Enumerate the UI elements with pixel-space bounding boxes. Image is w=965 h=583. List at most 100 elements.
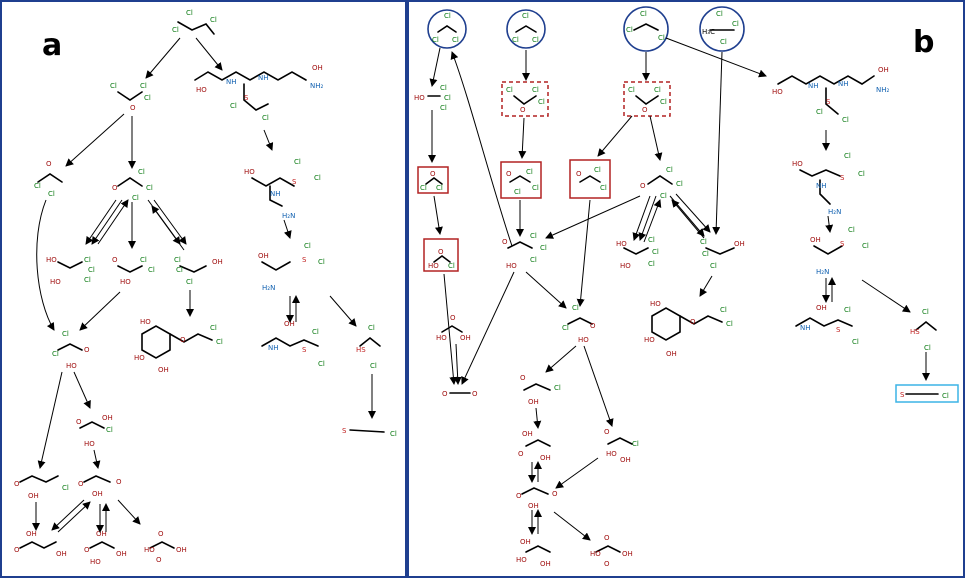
svg-text:Cl: Cl [526,168,533,176]
svg-text:Cl: Cl [186,278,193,286]
svg-text:Cl: Cl [506,86,513,94]
panel-a-frame [0,0,407,578]
svg-text:Cl: Cl [632,440,639,448]
panel-a-label: a [42,28,62,63]
svg-text:Cl: Cl [554,384,561,392]
svg-text:HO: HO [84,440,95,448]
svg-text:Cl: Cl [852,338,859,346]
svg-text:S: S [244,94,249,102]
b-precursor-3: Cl Cl Cl [623,6,669,52]
b-dichloroacetic-acid: Cl Cl O HO [562,304,596,344]
a-chlorothioketene-precursor: HS Cl Cl [356,324,381,370]
svg-text:Cl: Cl [62,330,69,338]
svg-text:O: O [604,428,610,436]
dashed-box-icon [623,81,671,117]
svg-text:HO: HO [578,336,589,344]
svg-text:Cl: Cl [146,184,153,192]
svg-text:Cl: Cl [432,36,439,44]
svg-text:HO: HO [590,550,601,558]
svg-text:NH: NH [808,82,819,90]
svg-text:Cl: Cl [924,344,931,352]
panel-b-frame [407,0,965,578]
svg-text:O: O [438,248,444,256]
svg-text:Cl: Cl [368,324,375,332]
a-dichloroacetic-acid: Cl Cl O HO [52,330,90,370]
svg-text:OH: OH [56,550,67,558]
svg-text:H₂N: H₂N [816,268,829,276]
svg-text:O: O [642,106,648,114]
svg-text:O: O [442,390,448,398]
solid-box-icon [500,161,542,199]
svg-text:OH: OH [96,530,107,538]
svg-text:Cl: Cl [174,256,181,264]
svg-text:S: S [900,391,905,399]
b-monochloroacetic-acid: O OH Cl [520,374,561,406]
svg-text:Cl: Cl [210,324,217,332]
svg-text:Cl: Cl [512,36,519,44]
svg-text:O: O [518,450,524,458]
svg-text:HS: HS [356,346,366,354]
b-trichloroethanol: Cl Cl Cl OH [700,238,745,270]
svg-text:Cl: Cl [176,266,183,274]
precursor-circle-icon [427,9,467,49]
svg-text:O: O [552,490,558,498]
svg-text:HO: HO [120,278,131,286]
svg-text:HO: HO [644,336,655,344]
svg-text:OH: OH [878,66,889,74]
svg-text:HS: HS [910,328,920,336]
panel-b-label: b [913,25,934,60]
svg-text:Cl: Cl [942,392,949,400]
cyan-box-icon [895,384,959,403]
b-chlorothioketene: S Cl [895,384,959,403]
svg-text:O: O [590,322,596,330]
svg-text:OH: OH [520,538,531,546]
svg-text:O: O [520,106,526,114]
a-dcvg: HO NH H₂N Cl Cl S [244,158,321,220]
svg-text:Cl: Cl [640,10,647,18]
svg-text:Cl: Cl [144,94,151,102]
svg-text:Cl: Cl [48,190,55,198]
svg-text:O: O [76,418,82,426]
svg-text:O: O [84,546,90,554]
svg-text:OH: OH [522,430,533,438]
svg-text:Cl: Cl [858,170,865,178]
svg-text:Cl: Cl [138,168,145,176]
a-trichloroethanol: Cl Cl Cl OH [174,256,223,286]
svg-text:HO: HO [792,160,803,168]
b-oxalyl-chloride: O HO Cl [423,238,459,272]
svg-text:Cl: Cl [710,262,717,270]
svg-text:OH: OH [28,492,39,500]
a-chloral-hydrate: HO HO Cl Cl Cl [46,256,95,286]
svg-text:O: O [116,478,122,486]
svg-text:O: O [14,546,20,554]
svg-text:NH: NH [800,324,811,332]
svg-text:O: O [112,256,118,264]
svg-text:OH: OH [810,236,821,244]
svg-text:HO: HO [772,88,783,96]
svg-text:O: O [180,336,186,344]
svg-text:Cl: Cl [262,114,269,122]
a-chloral: O Cl Cl Cl [112,168,153,202]
svg-text:S: S [302,346,307,354]
b-dcvc: OH H₂N S Cl Cl [810,226,869,276]
svg-text:OH: OH [312,64,323,72]
b-dichloroacetyl-chloride: O Cl Cl Cl [500,161,542,199]
svg-text:Cl: Cl [34,182,41,190]
svg-text:NH: NH [270,190,281,198]
svg-text:HO: HO [50,278,61,286]
svg-text:Cl: Cl [318,258,325,266]
svg-text:Cl: Cl [172,26,179,34]
solid-box-icon [417,166,449,194]
svg-text:Cl: Cl [660,98,667,106]
svg-text:S: S [840,174,845,182]
b-glyoxylate-hydrate: OH HO OH [516,538,551,568]
svg-text:Cl: Cl [532,184,539,192]
svg-text:Cl: Cl [514,188,521,196]
svg-text:OH: OH [158,366,169,374]
svg-text:Cl: Cl [562,324,569,332]
svg-text:Cl: Cl [148,266,155,274]
svg-text:HO: HO [66,362,77,370]
svg-text:HO: HO [620,262,631,270]
svg-text:Cl: Cl [140,256,147,264]
svg-text:Cl: Cl [540,244,547,252]
